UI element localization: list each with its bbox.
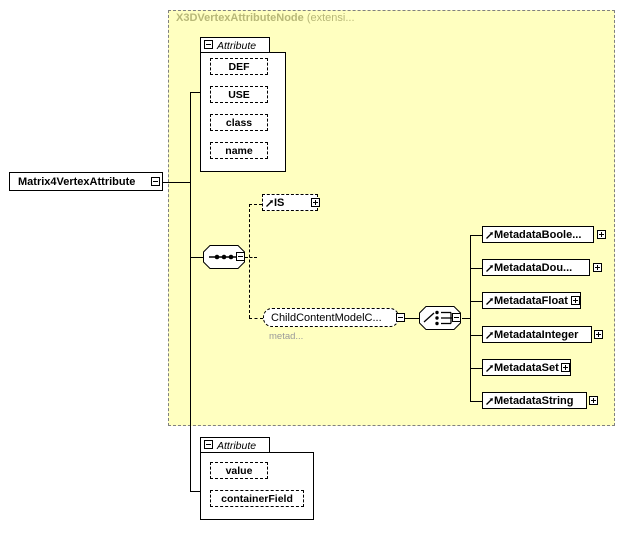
connector-fan-to-metadata-4 bbox=[470, 368, 482, 369]
metadata-node-label: MetadataBoole... bbox=[494, 228, 582, 241]
attribute-item-value[interactable]: value bbox=[210, 462, 268, 479]
metadata-node-metadataboolean[interactable]: MetadataBoole... bbox=[482, 226, 594, 243]
metadata-node-metadataset[interactable]: MetadataSet bbox=[482, 359, 571, 376]
attribute-item-name-label: name bbox=[225, 144, 253, 157]
metadata-node-label: MetadataDou... bbox=[494, 261, 573, 274]
metadata-node-metadatainteger[interactable]: MetadataInteger bbox=[482, 326, 592, 343]
connector-branch-to-is bbox=[249, 204, 262, 205]
attribute-item-containerfield[interactable]: containerField bbox=[210, 490, 304, 507]
metadata-node-label: MetadataString bbox=[494, 394, 574, 407]
attribute-item-value-label: value bbox=[225, 464, 253, 477]
connector-spine-to-attribute-bottom bbox=[190, 491, 204, 492]
group-panel-title-text: X3DVertexAttributeNode bbox=[176, 12, 304, 24]
metadata-node-toggle-plus-icon[interactable] bbox=[594, 330, 603, 339]
attribute-item-def-label: DEF bbox=[228, 60, 250, 73]
connector-childcontentmodel-to-choice bbox=[405, 318, 419, 319]
childcontentmodel-group[interactable]: ChildContentModelC... bbox=[263, 308, 399, 327]
connector-fan-to-metadata-0 bbox=[470, 235, 482, 236]
attribute-group-bottom-header[interactable]: Attribute bbox=[200, 437, 270, 453]
connector-branch-to-childcontentmodel bbox=[249, 318, 263, 319]
attribute-item-def[interactable]: DEF bbox=[210, 58, 268, 75]
metadata-node-toggle-plus-icon[interactable] bbox=[571, 296, 580, 305]
connector-branch-spine bbox=[249, 204, 250, 318]
childcontentmodel-note: metad... bbox=[269, 331, 304, 342]
attribute-item-name[interactable]: name bbox=[210, 142, 268, 159]
childcontentmodel-toggle-minus-icon[interactable] bbox=[396, 313, 405, 322]
attribute-item-use[interactable]: USE bbox=[210, 86, 268, 103]
metadata-node-toggle-plus-icon[interactable] bbox=[561, 363, 570, 372]
is-element[interactable]: IS bbox=[262, 194, 318, 211]
attribute-item-class-label: class bbox=[225, 116, 253, 129]
root-element-toggle-minus-icon[interactable] bbox=[151, 177, 160, 186]
metadata-node-metadatadouble[interactable]: MetadataDou... bbox=[482, 259, 590, 276]
connector-fan-to-metadata-5 bbox=[470, 401, 482, 402]
group-panel-subtitle-text: (extensi... bbox=[306, 12, 355, 24]
attribute-item-containerfield-label: containerField bbox=[221, 492, 293, 505]
attribute-group-top: Attribute DEF USE class name bbox=[200, 37, 286, 172]
connector-sequence-to-branch bbox=[245, 257, 257, 258]
root-element-matrix4vertexattribute[interactable]: Matrix4VertexAttribute bbox=[9, 172, 163, 191]
attribute-item-class[interactable]: class bbox=[210, 114, 268, 131]
attribute-item-use-label: USE bbox=[228, 88, 250, 101]
metadata-node-label: MetadataInteger bbox=[494, 328, 579, 341]
attribute-group-bottom: Attribute value containerField bbox=[200, 437, 314, 520]
root-element-label: Matrix4VertexAttribute bbox=[18, 175, 136, 188]
metadata-node-metadatastring[interactable]: MetadataString bbox=[482, 392, 587, 409]
metadata-node-metadatafloat[interactable]: MetadataFloat bbox=[482, 292, 581, 309]
is-element-toggle-plus-icon[interactable] bbox=[311, 198, 320, 207]
choice-compositor-icon bbox=[419, 306, 461, 330]
metadata-node-label: MetadataFloat bbox=[494, 294, 568, 307]
connector-metadata-fan-spine bbox=[470, 235, 471, 402]
attribute-group-top-toggle-minus-icon[interactable] bbox=[204, 40, 213, 49]
sequence-compositor-icon bbox=[203, 245, 245, 269]
connector-main-spine bbox=[190, 92, 191, 491]
metadata-node-toggle-plus-icon[interactable] bbox=[597, 230, 606, 239]
connector-spine-to-attribute-top bbox=[190, 92, 202, 93]
choice-compositor-toggle-minus-icon[interactable] bbox=[452, 313, 461, 322]
connector-fan-to-metadata-3 bbox=[470, 335, 482, 336]
connector-choice-to-fan bbox=[462, 318, 471, 319]
is-element-label: IS bbox=[274, 196, 285, 209]
attribute-group-bottom-toggle-minus-icon[interactable] bbox=[204, 440, 213, 449]
connector-fan-to-metadata-1 bbox=[470, 268, 482, 269]
attribute-group-top-header-label: Attribute bbox=[217, 39, 257, 52]
attribute-group-top-header[interactable]: Attribute bbox=[200, 37, 270, 53]
choice-compositor[interactable] bbox=[419, 306, 465, 334]
attribute-group-bottom-header-label: Attribute bbox=[217, 439, 257, 452]
connector-root-to-spine bbox=[163, 182, 191, 183]
childcontentmodel-label: ChildContentModelC... bbox=[271, 311, 382, 324]
metadata-node-label: MetadataSet bbox=[494, 361, 559, 374]
group-panel-title: X3DVertexAttributeNode (extensi... bbox=[176, 12, 355, 24]
connector-spine-to-sequence bbox=[190, 257, 203, 258]
metadata-node-toggle-plus-icon[interactable] bbox=[589, 396, 598, 405]
sequence-compositor-toggle-minus-icon[interactable] bbox=[236, 252, 245, 261]
metadata-node-toggle-plus-icon[interactable] bbox=[593, 263, 602, 272]
connector-fan-to-metadata-2 bbox=[470, 301, 482, 302]
